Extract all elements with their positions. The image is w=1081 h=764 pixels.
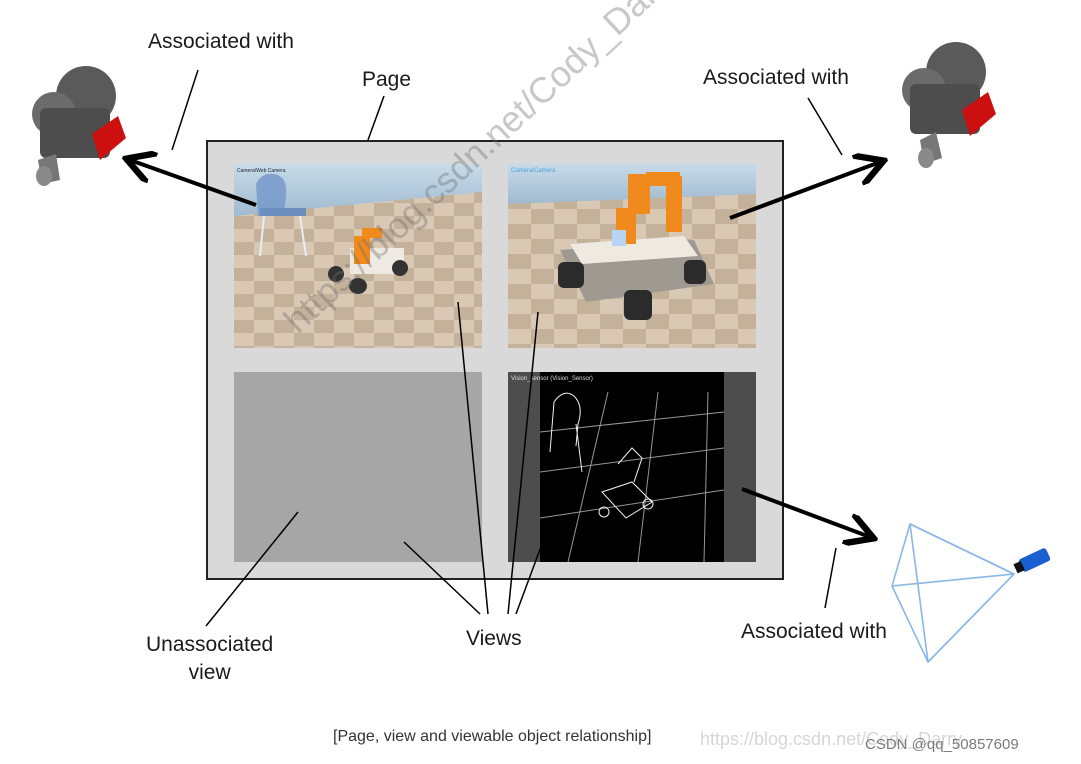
pointer-views-3 <box>507 311 539 615</box>
svg-text:Vision_sensor (Vision_Sensor): Vision_sensor (Vision_Sensor) <box>511 376 593 382</box>
watermark-url: https://blog.csdn.net/Cody_Darry <box>700 729 963 749</box>
pointer-unassociated <box>205 511 299 627</box>
label-unassociated: Unassociated view <box>146 631 273 687</box>
page-frame: Camera/Web Camera <box>206 140 784 580</box>
figure-caption: [Page, view and viewable object relation… <box>333 728 652 745</box>
svg-text:Camera/Web Camera: Camera/Web Camera <box>237 168 286 174</box>
pointer-page <box>367 95 385 141</box>
label-unassociated-line2: view <box>188 661 231 684</box>
camera-icon <box>32 66 126 186</box>
pointer-views-4 <box>515 543 543 615</box>
camera-icon <box>902 42 996 168</box>
pointer-associated-top-right <box>807 97 843 156</box>
pointer-associated-top-left <box>171 69 199 151</box>
sensor-head <box>1013 548 1051 574</box>
frustum-camera-icon <box>891 522 1016 664</box>
watermark-csdn: CSDN @qq_50857609 <box>865 736 1019 753</box>
pointer-views-1 <box>457 301 489 615</box>
label-unassociated-line1: Unassociated <box>146 633 274 656</box>
view-bottom-right: Vision_sensor (Vision_Sensor) <box>508 372 756 562</box>
arrow-view-to-vision-sensor <box>741 487 870 537</box>
arrow-view-to-camera-left <box>130 160 257 207</box>
pointer-views-2 <box>403 541 481 615</box>
view-top-right: Camera/Camera <box>508 164 756 348</box>
pointer-associated-bottom-right <box>824 547 837 609</box>
label-page: Page <box>362 68 412 91</box>
view-top-left: Camera/Web Camera <box>234 164 482 348</box>
arrow-view-to-camera-right <box>729 162 880 220</box>
label-associated-bottom-right: Associated with <box>741 620 887 643</box>
svg-text:Camera/Camera: Camera/Camera <box>511 168 556 174</box>
label-associated-top-left: Associated with <box>148 30 294 53</box>
label-views: Views <box>466 627 522 650</box>
label-associated-top-right: Associated with <box>703 66 849 89</box>
view-bottom-left-unassociated <box>234 372 482 562</box>
